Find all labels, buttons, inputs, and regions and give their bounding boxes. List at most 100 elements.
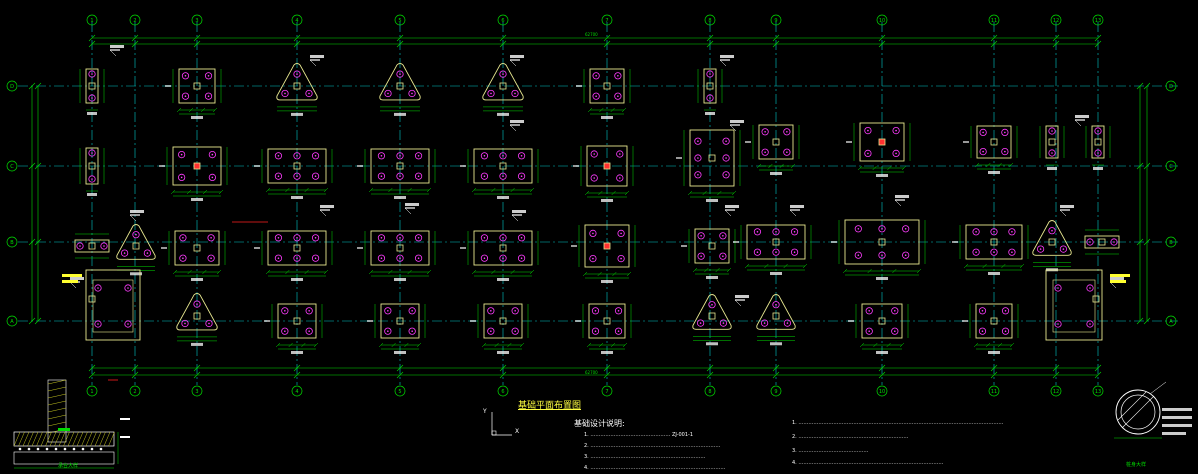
cap-dimension-tick xyxy=(404,342,409,348)
cap-dimension-tick xyxy=(779,163,784,169)
pile-center xyxy=(1062,248,1065,250)
detail-label xyxy=(1162,408,1192,411)
pile-center xyxy=(699,322,702,324)
annotation-text xyxy=(310,55,324,58)
cap-dimension-tick xyxy=(963,263,969,269)
cap-dimension-tick xyxy=(407,269,412,275)
pile-center xyxy=(594,330,597,333)
cap-dimension-tick xyxy=(986,162,991,168)
pile-center xyxy=(308,310,310,312)
pile xyxy=(617,255,625,263)
cap-label xyxy=(876,174,888,177)
detail-hatch xyxy=(81,431,88,447)
dimension-tick xyxy=(131,40,139,48)
dimension-tick xyxy=(706,371,714,379)
pile-center xyxy=(982,150,984,153)
axis-bubble xyxy=(1165,80,1177,92)
column xyxy=(706,82,714,90)
cap-label xyxy=(460,247,466,249)
pile xyxy=(753,228,762,236)
column xyxy=(499,317,507,325)
detail-hatch xyxy=(31,431,39,447)
axis-bubble-label: 9 xyxy=(774,18,777,24)
cap-dimension-tick xyxy=(218,189,224,195)
detail-hatch xyxy=(90,431,97,447)
pile xyxy=(480,172,489,180)
pile-center xyxy=(314,175,317,177)
note-left-2: 2. …………………………………………………………………… xyxy=(584,443,721,449)
cap-label xyxy=(952,241,958,243)
dimension-tick xyxy=(1143,238,1151,246)
pile xyxy=(1048,127,1056,135)
pile xyxy=(88,149,96,157)
cap-dimension-tick xyxy=(285,269,290,275)
pile-cap xyxy=(370,230,430,266)
pile-center xyxy=(211,153,214,156)
pile xyxy=(517,234,526,242)
cap-label xyxy=(191,198,203,201)
pile-center xyxy=(520,155,523,157)
pile-center xyxy=(417,257,420,260)
detail-hatch xyxy=(94,431,102,447)
pile xyxy=(902,225,910,233)
cap-label xyxy=(161,247,167,249)
pile xyxy=(414,152,423,160)
pile-center xyxy=(387,310,389,312)
note-right-4: 4. …………………………………………………………………………… xyxy=(792,460,944,466)
pile xyxy=(487,307,495,315)
cap-dimension-tick xyxy=(997,342,1003,348)
pile-center xyxy=(387,92,389,95)
cap-detail-label: 承台大样 xyxy=(58,463,79,469)
axis-bubble-label: 8 xyxy=(708,18,711,24)
pile-center xyxy=(417,175,420,177)
cap-dimension-tick xyxy=(519,342,525,348)
pile xyxy=(772,248,780,256)
annotation-text xyxy=(1075,119,1085,121)
column xyxy=(499,82,507,90)
pile xyxy=(1086,320,1094,328)
pile xyxy=(719,319,728,327)
cap-label xyxy=(745,141,751,143)
pile-cap-triangular xyxy=(379,62,421,101)
cap-label xyxy=(676,157,682,159)
pile xyxy=(1054,284,1062,292)
cap-dimension-tick xyxy=(859,342,865,348)
pile xyxy=(311,172,320,180)
pile xyxy=(274,152,283,160)
pile-center xyxy=(79,245,81,247)
annotation-text xyxy=(510,124,520,126)
pile-center xyxy=(700,255,702,257)
pile xyxy=(696,319,705,327)
annotation-text xyxy=(725,209,735,211)
detail-leader xyxy=(1149,381,1167,395)
pile-center xyxy=(982,131,984,134)
cap-dimension-tick xyxy=(857,165,863,171)
axis-bubble xyxy=(876,385,888,397)
detail-label xyxy=(1162,424,1192,427)
cap-dimension-tick xyxy=(599,107,604,113)
axis-bubble-label: 9 xyxy=(774,389,777,395)
pile-center xyxy=(91,178,93,180)
cap-dimension-tick xyxy=(622,342,628,348)
column xyxy=(499,244,507,252)
pile-cap-inner xyxy=(1052,279,1096,333)
pile-center xyxy=(793,231,796,233)
dimension-tick xyxy=(1052,40,1060,48)
detail-label xyxy=(1162,432,1186,435)
pile xyxy=(1110,238,1118,246)
ucs-x-label: X xyxy=(515,428,520,435)
cap-dimension-tick xyxy=(598,342,604,348)
cap-dimension-tick xyxy=(407,187,412,193)
pile-center xyxy=(1004,330,1007,333)
cap-label xyxy=(460,165,466,167)
cap-label xyxy=(576,85,582,87)
pile xyxy=(311,234,320,242)
pile-center xyxy=(1113,241,1115,243)
cap-label xyxy=(770,342,782,346)
cap-dimension-tick xyxy=(973,342,979,348)
dimension-tick xyxy=(603,364,611,372)
detail-hatch xyxy=(13,431,21,447)
detail-hatch xyxy=(47,407,67,413)
axis-bubble xyxy=(601,385,613,397)
